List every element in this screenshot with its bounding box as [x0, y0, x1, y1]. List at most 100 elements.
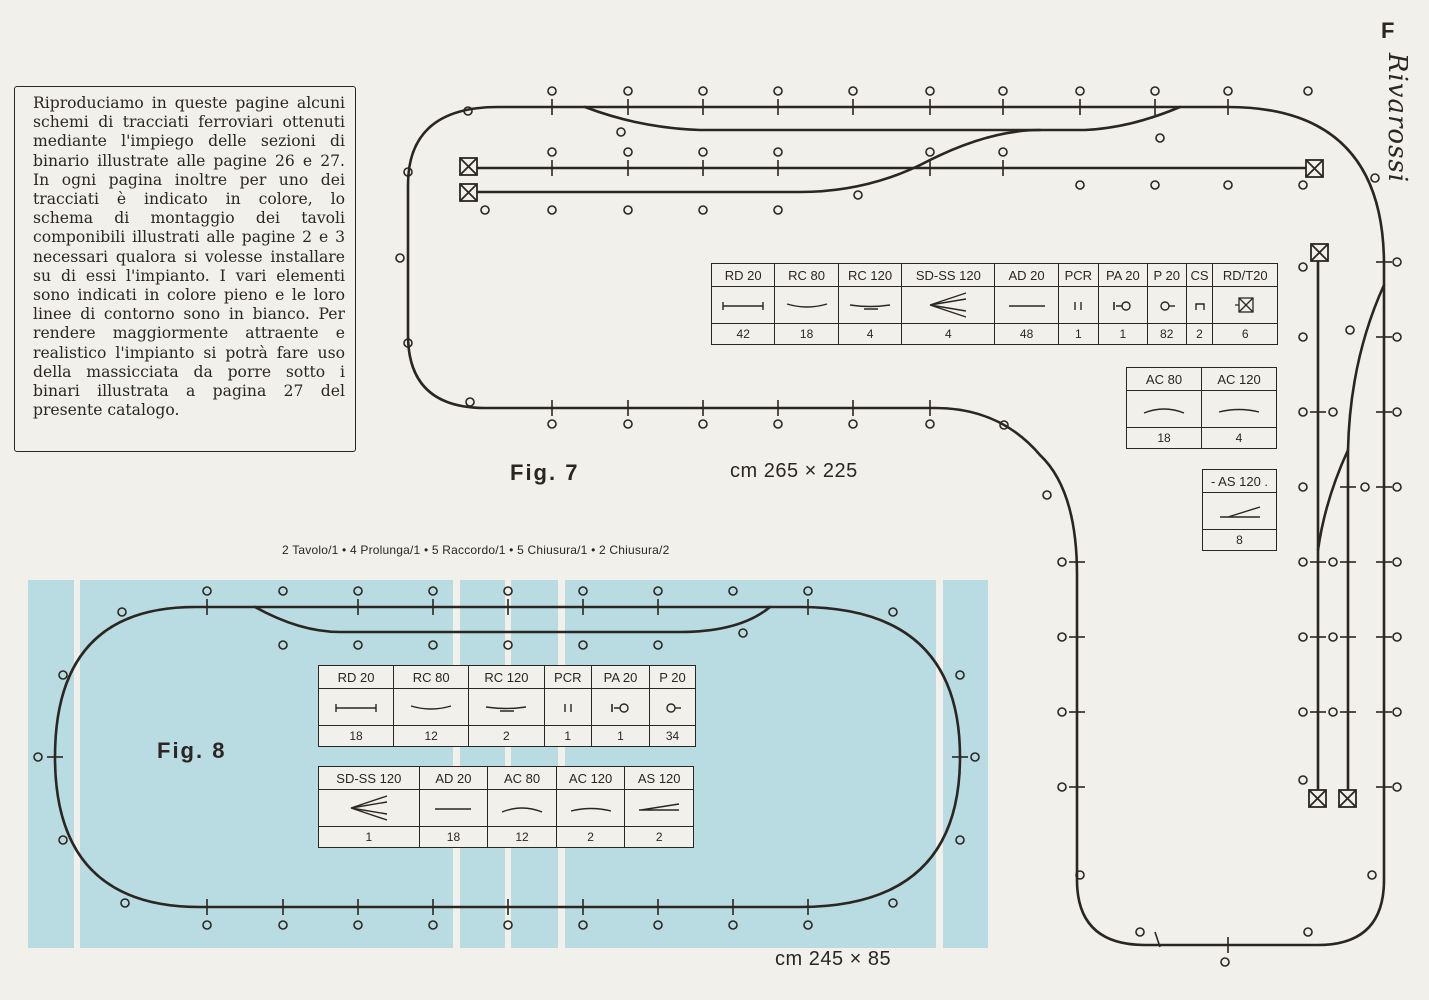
fig7-qty-ac80: 18 — [1126, 427, 1202, 449]
fig7-code-rd20: RD 20 — [710, 263, 776, 287]
fig8-qty-pa20: 1 — [591, 725, 650, 747]
fig7-qty-cs: 2 — [1185, 323, 1214, 345]
intro-text-box: Riproduciamo in queste pagine alcuni sch… — [14, 86, 356, 452]
fig7-code-rdt20: RD/T20 — [1212, 263, 1278, 287]
fig7-parts-table: RD 20 RC 80 RC 120 SD-SS 120 AD 20 PCR P… — [710, 263, 1278, 345]
diagonal-track-icon — [624, 789, 694, 827]
fig8-code-ad20: AD 20 — [418, 766, 489, 790]
short-straight-icon — [994, 286, 1059, 324]
pole-a-icon — [1097, 286, 1148, 324]
fig7-passing-siding — [583, 105, 1182, 132]
fig8-parts-table-2: SD-SS 120 AD 20 AC 80 AC 120 AS 120 1 18… — [318, 766, 694, 848]
table-band-1 — [80, 580, 453, 948]
fig7-qty-sdss120: 4 — [901, 323, 996, 345]
fig7-code-ac80: AC 80 — [1126, 367, 1202, 391]
wide-curve-track-icon — [468, 688, 545, 726]
curve-track-icon — [774, 286, 839, 324]
fig8-main-oval — [53, 605, 962, 909]
fig7-code-rc80: RC 80 — [774, 263, 839, 287]
fig8-qty-rc120: 2 — [468, 725, 545, 747]
arc-track-icon — [1126, 390, 1202, 428]
fig7-code-rc120: RC 120 — [837, 263, 903, 287]
fig8-parts-table-1: RD 20 RC 80 RC 120 PCR PA 20 P 20 18 12 … — [317, 665, 696, 747]
contact-track-icon — [543, 688, 593, 726]
arc-track-icon — [555, 789, 626, 827]
fig8-label: Fig. 8 — [157, 738, 227, 763]
fig7-buffers — [459, 157, 1357, 808]
fig7-qty-pa20: 1 — [1097, 323, 1148, 345]
fig7-vertical-siding-2 — [1346, 283, 1386, 797]
table-band-end-right — [943, 580, 988, 948]
arc-track-icon — [1201, 390, 1277, 428]
table-band-4 — [565, 580, 936, 948]
fig8-code-rc80: RC 80 — [393, 665, 470, 689]
short-straight-icon — [418, 789, 489, 827]
fig7-qty-p20: 82 — [1146, 323, 1187, 345]
fig8-qty-ad20: 18 — [418, 826, 489, 848]
fig7-poles — [395, 86, 1402, 967]
fig7-vertical-crossover — [1316, 448, 1350, 552]
pole-icon — [649, 688, 696, 726]
fig7-code-as120: - AS 120 . — [1202, 469, 1277, 493]
fig7-code-pa20: PA 20 — [1097, 263, 1148, 287]
fig7-code-pcr: PCR — [1057, 263, 1099, 287]
curve-track-icon — [393, 688, 470, 726]
fig8-qty-p20: 34 — [649, 725, 696, 747]
buffer-icon — [1212, 286, 1278, 324]
fig8-code-sdss120: SD-SS 120 — [318, 766, 420, 790]
fig7-label: Fig. 7 — [510, 460, 580, 485]
fig7-qty-as120: 8 — [1202, 529, 1277, 551]
fig8-code-rd20: RD 20 — [317, 665, 395, 689]
fig8-composition: 2 Tavolo/1 • 4 Prolunga/1 • 5 Raccordo/1… — [282, 543, 670, 557]
fig7-qty-pcr: 1 — [1057, 323, 1099, 345]
fig8-poles — [33, 586, 980, 930]
fig7-qty-rc120: 4 — [837, 323, 903, 345]
fig7-code-cs: CS — [1185, 263, 1214, 287]
fig7-as-table: - AS 120 . 8 — [1202, 469, 1277, 551]
fig8-dimensions: cm 245 × 85 — [775, 948, 892, 970]
fig8-code-rc120: RC 120 — [468, 665, 545, 689]
fig8-code-ac120: AC 120 — [555, 766, 626, 790]
fig8-code-pa20: PA 20 — [591, 665, 650, 689]
fig8-code-as120: AS 120 — [624, 766, 694, 790]
arc-track-icon — [487, 789, 557, 827]
fig7-qty-rc80: 18 — [774, 323, 839, 345]
fig8-qty-sdss120: 1 — [318, 826, 420, 848]
switch-track-icon — [318, 789, 420, 827]
fig8-qty-pcr: 1 — [543, 725, 593, 747]
clip-icon — [1185, 286, 1214, 324]
fig8-code-ac80: AC 80 — [487, 766, 557, 790]
fig8-qty-rc80: 12 — [393, 725, 470, 747]
fig7-qty-rdt20: 6 — [1212, 323, 1278, 345]
fig8-code-pcr: PCR — [543, 665, 593, 689]
page-letter: F — [1381, 18, 1395, 43]
fig8-passing-siding — [253, 605, 772, 634]
pole-a-icon — [591, 688, 650, 726]
fig7-qty-rd20: 42 — [710, 323, 776, 345]
pole-icon — [1146, 286, 1187, 324]
fig8-qty-as120: 2 — [624, 826, 694, 848]
fig7-qty-ad20: 48 — [994, 323, 1059, 345]
table-band-2 — [460, 580, 505, 948]
table-band-3 — [511, 580, 558, 948]
fig7-qty-ac120: 4 — [1201, 427, 1277, 449]
fig7-code-p20: P 20 — [1146, 263, 1187, 287]
fig7-code-ad20: AD 20 — [994, 263, 1059, 287]
fig7-code-ac120: AC 120 — [1201, 367, 1277, 391]
table-band-end-left — [28, 580, 74, 948]
contact-track-icon — [1057, 286, 1099, 324]
switch-track-icon — [901, 286, 996, 324]
fig7-yard-track-2 — [474, 128, 1042, 194]
fig8-qty-rd20: 18 — [317, 725, 395, 747]
fig8-code-p20: P 20 — [649, 665, 696, 689]
straight-track-icon — [317, 688, 395, 726]
straight-track-icon — [710, 286, 776, 324]
diagonal-track-icon — [1202, 492, 1277, 530]
fig7-code-sdss120: SD-SS 120 — [901, 263, 996, 287]
fig8-qty-ac120: 2 — [555, 826, 626, 848]
wide-curve-track-icon — [837, 286, 903, 324]
fig7-ac-table: AC 80 AC 120 18 4 — [1126, 367, 1277, 449]
fig7-dimensions: cm 265 × 225 — [730, 460, 858, 482]
fig8-qty-ac80: 12 — [487, 826, 557, 848]
